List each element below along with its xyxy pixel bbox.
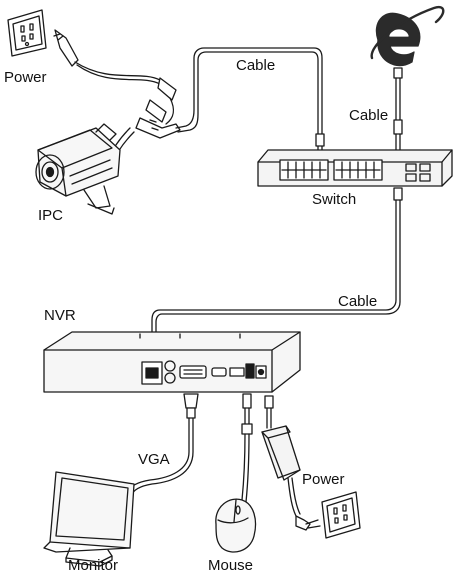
label-cable-right: Cable bbox=[349, 107, 388, 124]
label-mouse: Mouse bbox=[208, 557, 253, 574]
monitor-icon bbox=[43, 471, 135, 567]
ipc-camera-icon bbox=[35, 123, 121, 215]
label-ipc: IPC bbox=[38, 207, 63, 224]
label-cable-mid: Cable bbox=[338, 293, 377, 310]
switch-ports-left bbox=[279, 159, 329, 181]
wall-outlet-bottom-icon bbox=[321, 491, 361, 539]
label-power-top: Power bbox=[4, 69, 47, 86]
cable-ipc-to-switch-inner bbox=[177, 51, 319, 151]
cable-internet-to-switch bbox=[393, 67, 403, 151]
label-switch: Switch bbox=[312, 191, 356, 208]
power-adapter-icon bbox=[261, 425, 321, 531]
internet-explorer-icon bbox=[370, 5, 445, 67]
network-switch-icon bbox=[257, 149, 453, 187]
nvr-rear-ports bbox=[141, 360, 267, 385]
label-vga: VGA bbox=[138, 451, 170, 468]
label-power-bottom: Power bbox=[302, 471, 345, 488]
vga-cable bbox=[127, 393, 199, 497]
switch-plug-top bbox=[315, 133, 325, 147]
power-plug-top-icon bbox=[53, 29, 161, 85]
cable-ipc-to-switch bbox=[175, 47, 323, 151]
mouse-icon bbox=[215, 498, 257, 553]
label-nvr: NVR bbox=[44, 307, 76, 324]
mouse-cable bbox=[241, 393, 253, 503]
nvr-recorder-icon bbox=[43, 331, 301, 393]
label-cable-top: Cable bbox=[236, 57, 275, 74]
wall-outlet-top-icon bbox=[7, 9, 47, 57]
label-monitor: Monitor bbox=[68, 557, 118, 574]
switch-uplink-ports bbox=[405, 163, 431, 182]
nvr-power-cable bbox=[264, 395, 274, 429]
switch-ports-right bbox=[333, 159, 383, 181]
